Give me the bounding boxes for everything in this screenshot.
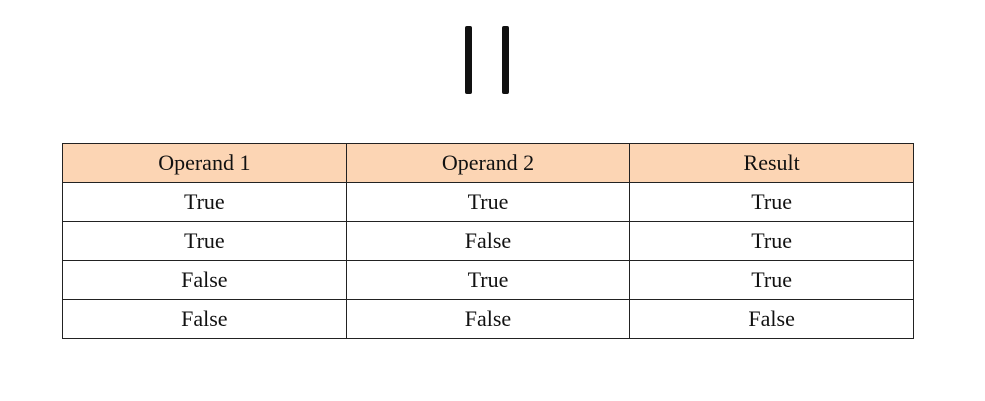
operator-symbol-text: || (461, 26, 462, 27)
cell-operand-2: False (345, 299, 631, 339)
table-row: False True True (62, 260, 914, 300)
cell-operand-1: False (62, 299, 347, 339)
cell-operand-2: True (345, 182, 631, 222)
truth-table-body: True True True True False True False Tru… (62, 182, 914, 339)
cell-operand-1: True (62, 221, 347, 261)
right-pipe-glyph (502, 26, 509, 94)
cell-operand-1: False (62, 260, 347, 300)
cell-result: True (629, 182, 914, 222)
cell-operand-2: False (345, 221, 631, 261)
table-row: False False False (62, 299, 914, 339)
left-pipe-glyph (465, 26, 472, 94)
table-row: True True True (62, 182, 914, 222)
cell-result: False (629, 299, 914, 339)
cell-result: True (629, 260, 914, 300)
column-header-result: Result (629, 143, 914, 183)
cell-result: True (629, 221, 914, 261)
truth-table-header: Operand 1 Operand 2 Result (62, 143, 914, 183)
column-header-operand-2: Operand 2 (345, 143, 631, 183)
or-operator-symbol: || (461, 26, 513, 96)
column-header-operand-1: Operand 1 (62, 143, 347, 183)
cell-operand-2: True (345, 260, 631, 300)
header-row: Operand 1 Operand 2 Result (62, 143, 914, 183)
truth-table: Operand 1 Operand 2 Result True True Tru… (62, 143, 914, 339)
cell-operand-1: True (62, 182, 347, 222)
table-row: True False True (62, 221, 914, 261)
